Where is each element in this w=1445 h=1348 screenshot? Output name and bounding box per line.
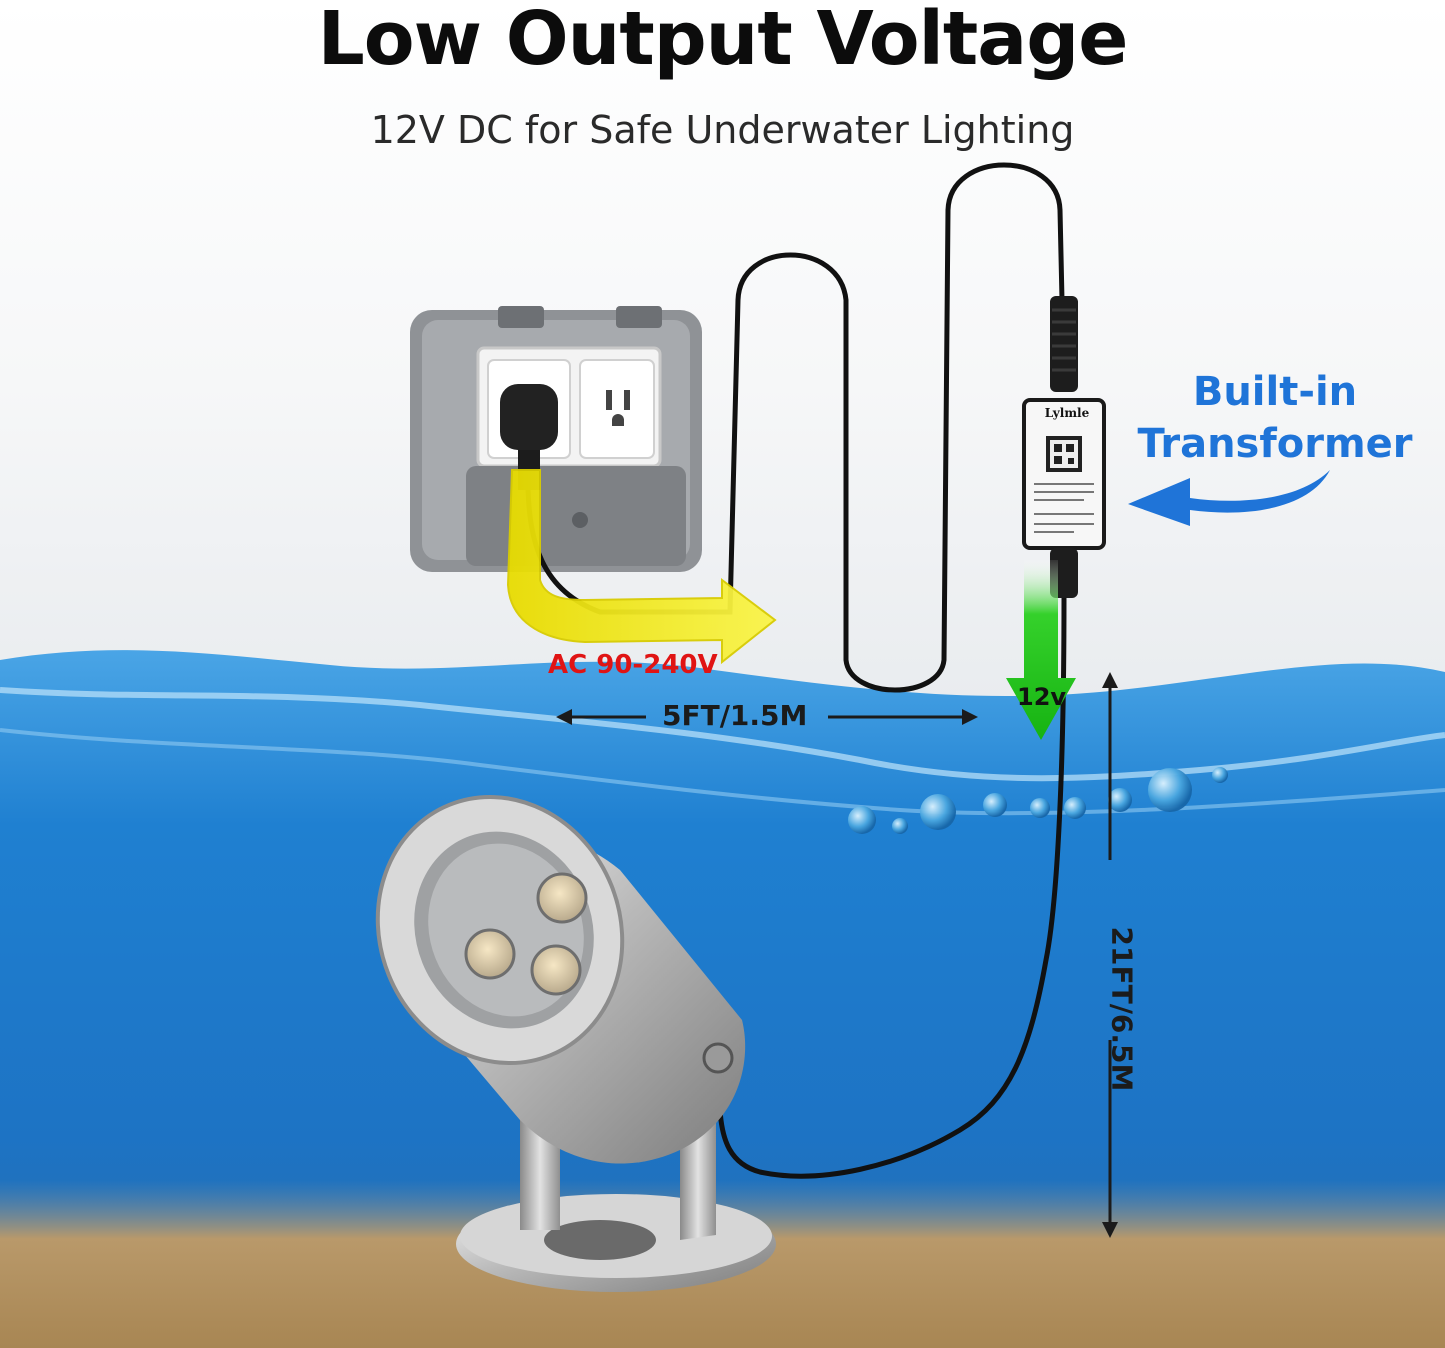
output-cable (717, 597, 1067, 1179)
output-voltage-label: 12v (1017, 683, 1067, 711)
vertical-dimension (1102, 672, 1118, 1238)
underwater-spotlight (375, 795, 776, 1292)
horizontal-dimension (556, 709, 978, 725)
page-subtitle: 12V DC for Safe Underwater Lighting (370, 108, 1075, 152)
transformer-brand-logo: Lylmle (1044, 406, 1090, 420)
transformer (1022, 296, 1106, 598)
built-in-transformer-label: Built-in Transformer (1120, 366, 1430, 470)
built-in-line-1: Built-in (1192, 369, 1358, 415)
dc-output-arrow (1006, 560, 1076, 740)
transformer-pointer-arrow (1128, 470, 1330, 526)
ac-input-arrow (506, 469, 777, 665)
built-in-line-2: Transformer (1137, 421, 1413, 467)
ac-voltage-label: AC 90-240V (548, 650, 718, 680)
page-title: Low Output Voltage (317, 0, 1129, 82)
cable-length-side-label: 21FT/6.5M (1106, 927, 1139, 1092)
bubbles (848, 767, 1228, 834)
cable-length-top-label: 5FT/1.5M (662, 699, 808, 732)
